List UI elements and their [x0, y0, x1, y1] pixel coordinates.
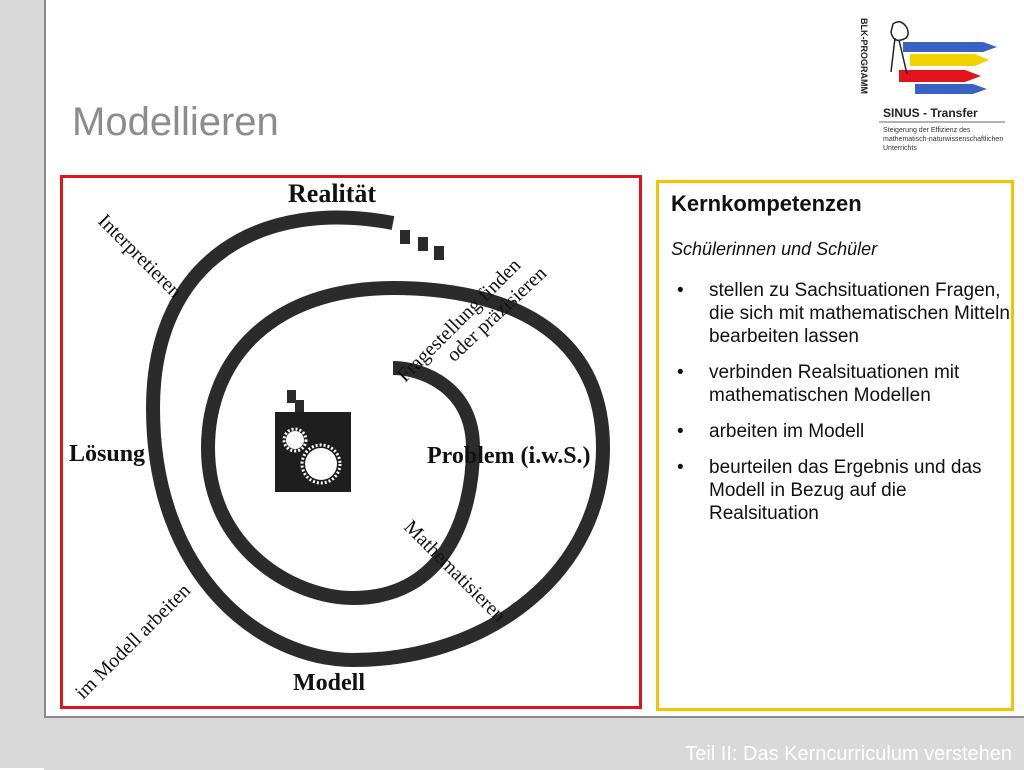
footer-text: Teil II: Das Kerncurriculum verstehen — [685, 743, 1012, 765]
list-item: • stellen zu Sachsituationen Fragen, die … — [671, 279, 1011, 348]
spiral-path — [145, 210, 611, 668]
logo-vertical-text: BLK-PROGRAMM — [859, 18, 869, 94]
dash-mark — [400, 230, 410, 244]
list-item: • beurteilen das Ergebnis und das Modell … — [671, 456, 1011, 525]
footer-bar: Teil II: Das Kerncurriculum verstehen — [44, 716, 1024, 770]
bullet-icon: • — [677, 362, 684, 383]
card-heading: Kernkompetenzen — [671, 191, 862, 216]
label-realitaet: Realität — [288, 179, 376, 208]
sinus-transfer-logo: BLK-PROGRAMM SINUS - Transfer Steigerung… — [859, 18, 1005, 152]
logo-subtitle-1: Steigerung der Effizienz des — [883, 127, 971, 134]
list-item-text: stellen zu Sachsituationen Fragen, die s… — [709, 280, 1010, 347]
pencils-icon — [890, 21, 997, 94]
kernkompetenzen-card: Kernkompetenzen Schülerinnen und Schüler… — [656, 180, 1014, 711]
logo-subtitle-3: Unterrichts — [883, 145, 917, 152]
list-item-text: arbeiten im Modell — [709, 421, 865, 442]
left-sidebar-bar — [0, 0, 46, 768]
label-im-modell-arbeiten: im Modell arbeiten — [71, 580, 195, 704]
bullet-icon: • — [677, 457, 684, 478]
competency-list: • stellen zu Sachsituationen Fragen, die … — [671, 279, 1011, 538]
list-item: • arbeiten im Modell — [671, 420, 1011, 443]
dash-mark — [418, 237, 428, 251]
logo-name: SINUS - Transfer — [883, 106, 978, 120]
label-problem: Problem (i.w.S.) — [427, 443, 591, 469]
dash-mark — [287, 390, 296, 403]
gear-icon — [275, 412, 351, 492]
modelling-cycle-diagram: Realität Lösung Problem (i.w.S.) Modell … — [60, 175, 642, 709]
label-loesung: Lösung — [69, 441, 145, 467]
list-item-text: verbinden Realsituationen mit mathematis… — [709, 362, 960, 406]
list-item: • verbinden Realsituationen mit mathemati… — [671, 361, 1011, 407]
bullet-icon: • — [677, 280, 684, 301]
dash-mark — [295, 400, 304, 413]
spiral-diagram: Realität Lösung Problem (i.w.S.) Modell … — [69, 179, 611, 704]
logo-subtitle-2: mathematisch-naturwissenschaftlichen — [883, 136, 1003, 143]
page-title: Modellieren — [72, 100, 279, 144]
bullet-icon: • — [677, 421, 684, 442]
label-interpretieren: Interpretieren — [93, 210, 186, 303]
dash-mark — [434, 246, 444, 260]
card-subheading: Schülerinnen und Schüler — [671, 239, 878, 259]
label-modell: Modell — [293, 670, 365, 696]
list-item-text: beurteilen das Ergebnis und das Modell i… — [709, 457, 982, 524]
